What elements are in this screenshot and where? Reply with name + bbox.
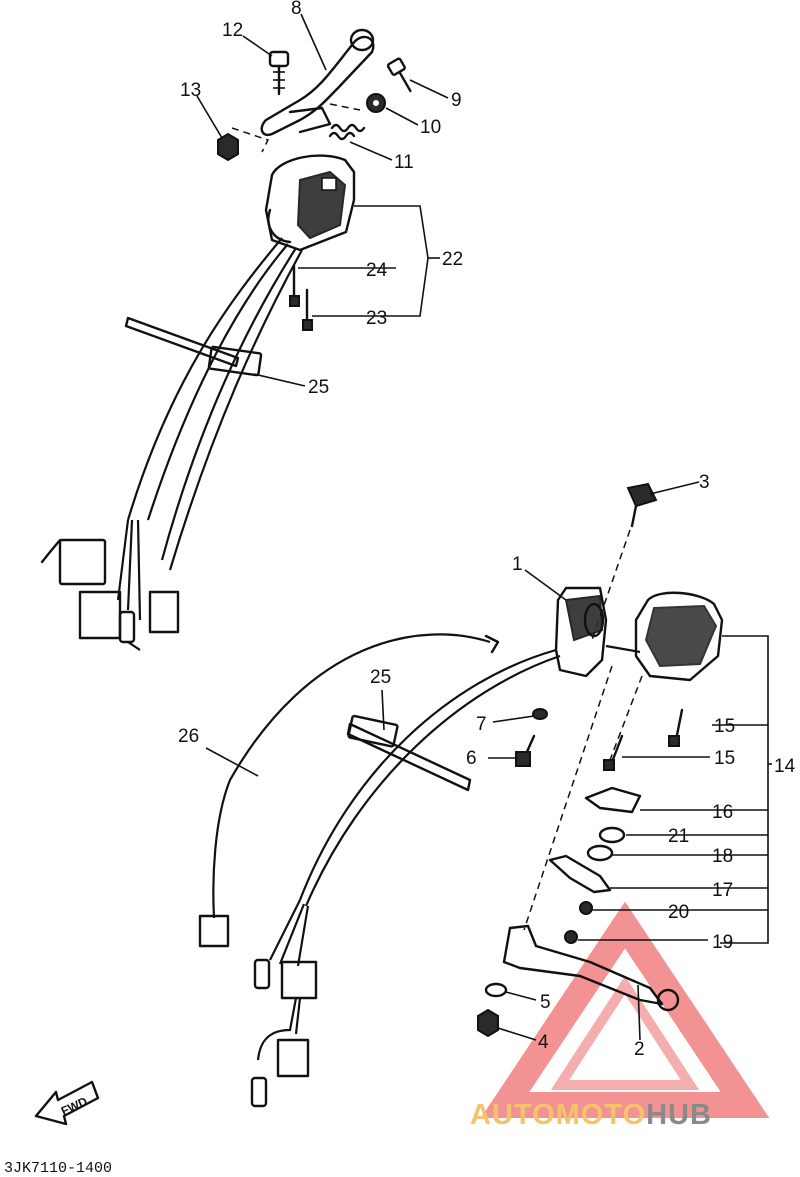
- label-1: 1: [512, 554, 523, 575]
- watermark-text-part2: HUB: [646, 1099, 712, 1131]
- part-labels: 8 12 9 10 11 13 22 24 23 25 3 1 25 26 7 …: [178, 0, 796, 1060]
- label-18: 18: [712, 846, 733, 867]
- watermark-logo: [480, 901, 770, 1118]
- label-10: 10: [420, 117, 441, 138]
- label-16: 16: [712, 802, 733, 823]
- leader-lines: [196, 13, 772, 1041]
- label-23: 23: [366, 308, 387, 329]
- label-21: 21: [668, 826, 689, 847]
- label-7: 7: [476, 714, 487, 735]
- forward-direction-arrow: FWD: [34, 1080, 100, 1126]
- label-3: 3: [699, 472, 710, 493]
- label-9: 9: [451, 90, 462, 111]
- watermark-text: AUTOMOTOHUB: [470, 1099, 712, 1131]
- label-26: 26: [178, 726, 199, 747]
- label-6: 6: [466, 748, 477, 769]
- label-4: 4: [538, 1032, 549, 1053]
- label-2: 2: [634, 1039, 645, 1060]
- label-25-lower: 25: [370, 667, 391, 688]
- label-25-upper: 25: [308, 377, 329, 398]
- label-14: 14: [774, 756, 796, 777]
- label-15-lower: 15: [714, 748, 735, 769]
- right-switch-assembly: [198, 482, 724, 1108]
- watermark-text-part1: AUTOMOTO: [470, 1099, 646, 1131]
- label-5: 5: [540, 992, 551, 1013]
- label-13: 13: [180, 80, 201, 101]
- label-17: 17: [712, 880, 733, 901]
- label-8: 8: [291, 0, 302, 19]
- diagram-reference-code: 3JK7110-1400: [4, 1160, 112, 1177]
- label-11: 11: [394, 152, 414, 173]
- label-20: 20: [668, 902, 689, 923]
- label-24: 24: [366, 260, 388, 281]
- left-switch-assembly: [40, 28, 412, 651]
- label-19: 19: [712, 932, 733, 953]
- label-15-upper: 15: [714, 716, 735, 737]
- label-12: 12: [222, 20, 243, 41]
- label-22: 22: [442, 249, 463, 270]
- svg-text:AUTOMOTOHUB: AUTOMOTOHUB: [470, 1099, 712, 1131]
